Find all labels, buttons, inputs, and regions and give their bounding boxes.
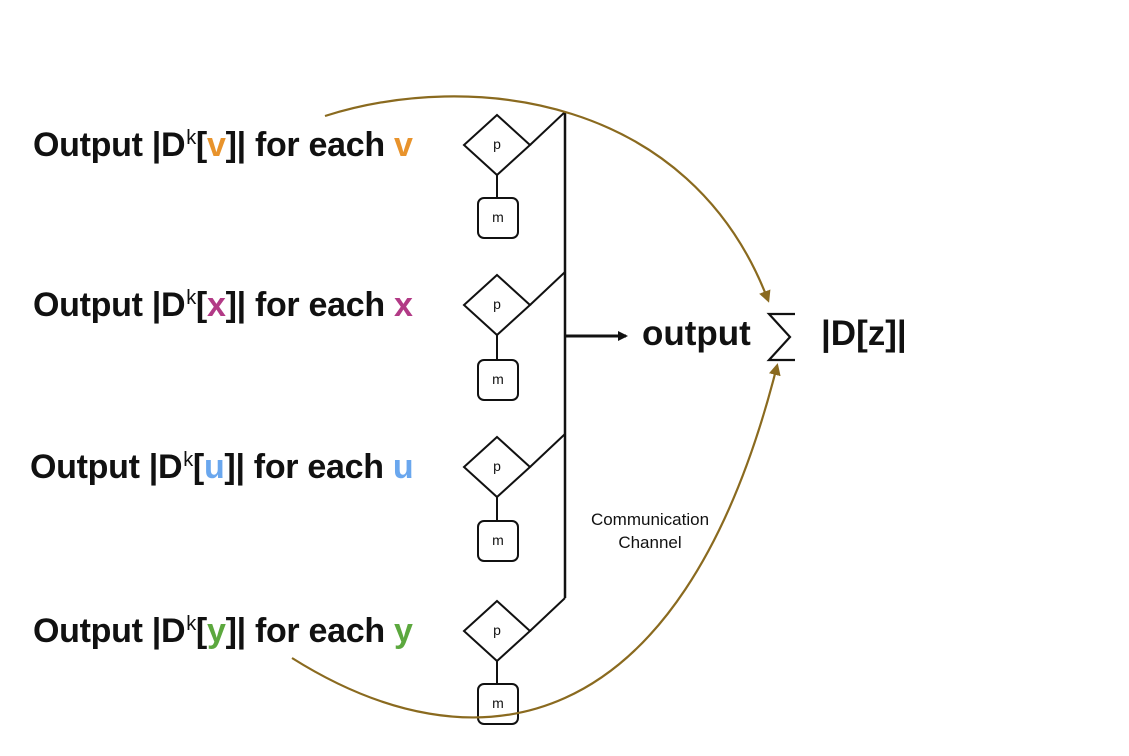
label-prefix: Output |D bbox=[33, 612, 186, 650]
row-label-x: Output |Dk[x]| for each x bbox=[33, 286, 413, 325]
label-suffix: ]| for each bbox=[224, 448, 393, 486]
label-prefix: Output |D bbox=[33, 286, 186, 324]
row-label-y: Output |Dk[y]| for each y bbox=[33, 612, 413, 651]
row-label-u: Output |Dk[u]| for each u bbox=[30, 448, 414, 487]
label-bracket-open: [ bbox=[195, 286, 207, 324]
node-group-x bbox=[462, 271, 566, 401]
top-curve-arrow bbox=[324, 95, 771, 303]
memory-node bbox=[477, 359, 519, 401]
node-to-bus-line bbox=[529, 111, 566, 146]
label-suffix: ]| for each bbox=[225, 286, 394, 324]
label-var-each: x bbox=[393, 286, 413, 324]
label-suffix: ]| for each bbox=[225, 126, 394, 164]
sum-sign bbox=[766, 312, 795, 362]
channel-label-line1: Communication bbox=[590, 510, 710, 529]
node-p-label: p bbox=[493, 296, 501, 312]
label-var-each: y bbox=[393, 612, 413, 650]
channel-label: Communication Channel bbox=[560, 508, 740, 554]
label-bracket-open: [ bbox=[195, 126, 207, 164]
label-bracket-open: [ bbox=[195, 612, 207, 650]
label-var: v bbox=[206, 126, 226, 164]
channel-label-line2: Channel bbox=[618, 533, 682, 552]
label-superscript: k bbox=[186, 613, 196, 635]
output-label: output bbox=[642, 314, 751, 353]
label-var: x bbox=[206, 286, 226, 324]
node-p-label: p bbox=[493, 458, 501, 474]
label-var-each: u bbox=[392, 448, 414, 486]
label-superscript: k bbox=[183, 449, 193, 471]
label-superscript: k bbox=[186, 127, 196, 149]
node-m-label: m bbox=[492, 695, 504, 711]
label-prefix: Output |D bbox=[30, 448, 183, 486]
node-to-bus-line bbox=[529, 597, 566, 632]
label-var: u bbox=[203, 448, 225, 486]
label-var: y bbox=[206, 612, 226, 650]
node-to-bus-line bbox=[529, 271, 566, 306]
node-m-label: m bbox=[492, 209, 504, 225]
label-bracket-open: [ bbox=[192, 448, 204, 486]
node-p-label: p bbox=[493, 622, 501, 638]
node-m-label: m bbox=[492, 532, 504, 548]
node-m-label: m bbox=[492, 371, 504, 387]
node-group-u bbox=[462, 433, 566, 562]
label-suffix: ]| for each bbox=[225, 612, 394, 650]
node-to-bus-line bbox=[529, 433, 566, 468]
memory-node bbox=[477, 197, 519, 239]
label-var-each: v bbox=[393, 126, 413, 164]
node-group-v bbox=[462, 111, 566, 239]
sum-term-label: |D[z]| bbox=[821, 314, 907, 353]
memory-node bbox=[477, 520, 519, 562]
node-p-label: p bbox=[493, 136, 501, 152]
label-prefix: Output |D bbox=[33, 126, 186, 164]
label-superscript: k bbox=[186, 287, 196, 309]
row-label-v: Output |Dk[v]| for each v bbox=[33, 126, 413, 165]
bottom-curve-arrow bbox=[291, 363, 781, 719]
